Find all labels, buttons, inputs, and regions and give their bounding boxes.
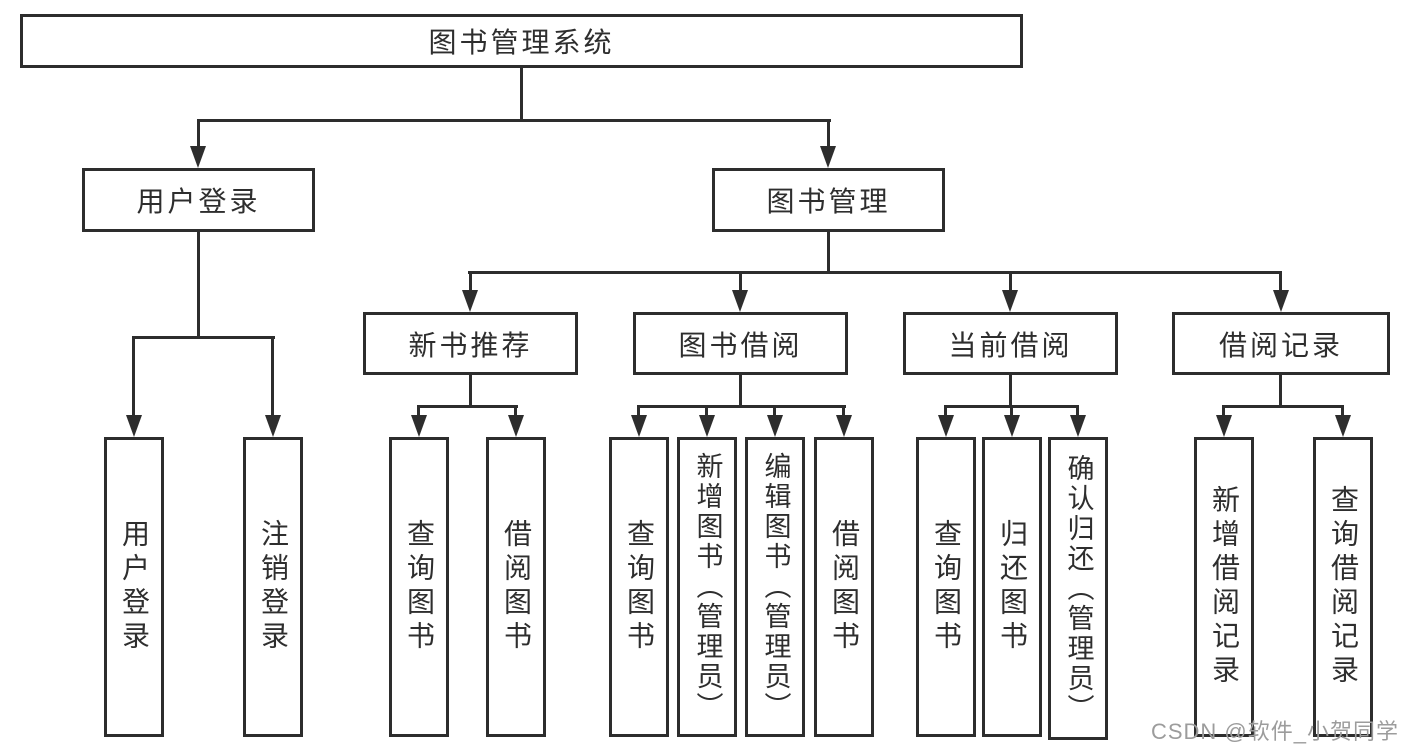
arrowhead-icon <box>767 415 783 437</box>
connector-vline <box>514 405 517 416</box>
node-leaf-borrow-books-2: 借阅图书 <box>814 437 874 737</box>
connector-vline <box>739 375 742 407</box>
node-book-management: 图书管理 <box>712 168 945 232</box>
arrowhead-icon <box>462 290 478 312</box>
connector-vline <box>1341 405 1344 416</box>
connector-vline <box>469 271 472 291</box>
arrowhead-icon <box>265 415 281 437</box>
arrowhead-icon <box>732 290 748 312</box>
connector-vline <box>1009 375 1012 407</box>
arrowhead-icon <box>1216 415 1232 437</box>
arrowhead-icon <box>1070 415 1086 437</box>
connector-vline <box>827 119 830 147</box>
node-leaf-query-books-1: 查询图书 <box>389 437 449 737</box>
node-library-system: 图书管理系统 <box>20 14 1023 68</box>
connector-vline <box>773 405 776 416</box>
connector-vline <box>197 119 200 147</box>
connector-vline <box>1222 405 1225 416</box>
arrowhead-icon <box>508 415 524 437</box>
arrowhead-icon <box>190 146 206 168</box>
connector-vline <box>520 68 523 120</box>
node-user-login: 用户登录 <box>82 168 315 232</box>
node-leaf-user-login: 用户登录 <box>104 437 164 737</box>
connector-hline <box>417 405 518 408</box>
arrowhead-icon <box>938 415 954 437</box>
connector-vline <box>1279 271 1282 291</box>
connector-vline <box>1009 271 1012 291</box>
connector-vline <box>705 405 708 416</box>
node-leaf-add-borrow-record: 新增借阅记录 <box>1194 437 1254 737</box>
node-leaf-logout: 注销登录 <box>243 437 303 737</box>
arrowhead-icon <box>1002 290 1018 312</box>
watermark: CSDN @软件_小贺同学 <box>1150 719 1399 744</box>
connector-vline <box>842 405 845 416</box>
connector-hline <box>132 336 275 339</box>
arrowhead-icon <box>1004 415 1020 437</box>
node-leaf-query-books-2: 查询图书 <box>609 437 669 737</box>
connector-vline <box>132 336 135 416</box>
node-leaf-confirm-return-admin: 确认归还（管理员） <box>1048 437 1108 740</box>
arrowhead-icon <box>699 415 715 437</box>
connector-vline <box>271 336 274 416</box>
arrowhead-icon <box>126 415 142 437</box>
node-borrow-records: 借阅记录 <box>1172 312 1390 375</box>
connector-vline <box>1076 405 1079 416</box>
connector-vline <box>1279 375 1282 407</box>
node-leaf-query-books-3: 查询图书 <box>916 437 976 737</box>
connector-vline <box>417 405 420 416</box>
connector-vline <box>739 271 742 291</box>
arrowhead-icon <box>1335 415 1351 437</box>
arrowhead-icon <box>836 415 852 437</box>
node-new-book-recommend: 新书推荐 <box>363 312 578 375</box>
connector-hline <box>468 271 1281 274</box>
connector-vline <box>827 232 830 274</box>
node-leaf-add-book-admin: 新增图书（管理员） <box>677 437 737 737</box>
node-book-borrowing: 图书借阅 <box>633 312 848 375</box>
node-leaf-edit-book-admin: 编辑图书（管理员） <box>745 437 805 737</box>
connector-hline <box>637 405 846 408</box>
connector-hline <box>197 119 831 122</box>
arrowhead-icon <box>411 415 427 437</box>
arrowhead-icon <box>1273 290 1289 312</box>
connector-vline <box>637 405 640 416</box>
connector-vline <box>197 232 200 338</box>
connector-vline <box>944 405 947 416</box>
node-leaf-return-books: 归还图书 <box>982 437 1042 737</box>
arrowhead-icon <box>631 415 647 437</box>
connector-vline <box>469 375 472 407</box>
node-current-borrowing: 当前借阅 <box>903 312 1118 375</box>
connector-vline <box>1010 405 1013 416</box>
connector-hline <box>1222 405 1344 408</box>
node-leaf-query-borrow-record: 查询借阅记录 <box>1313 437 1373 737</box>
arrowhead-icon <box>820 146 836 168</box>
node-leaf-borrow-books-1: 借阅图书 <box>486 437 546 737</box>
